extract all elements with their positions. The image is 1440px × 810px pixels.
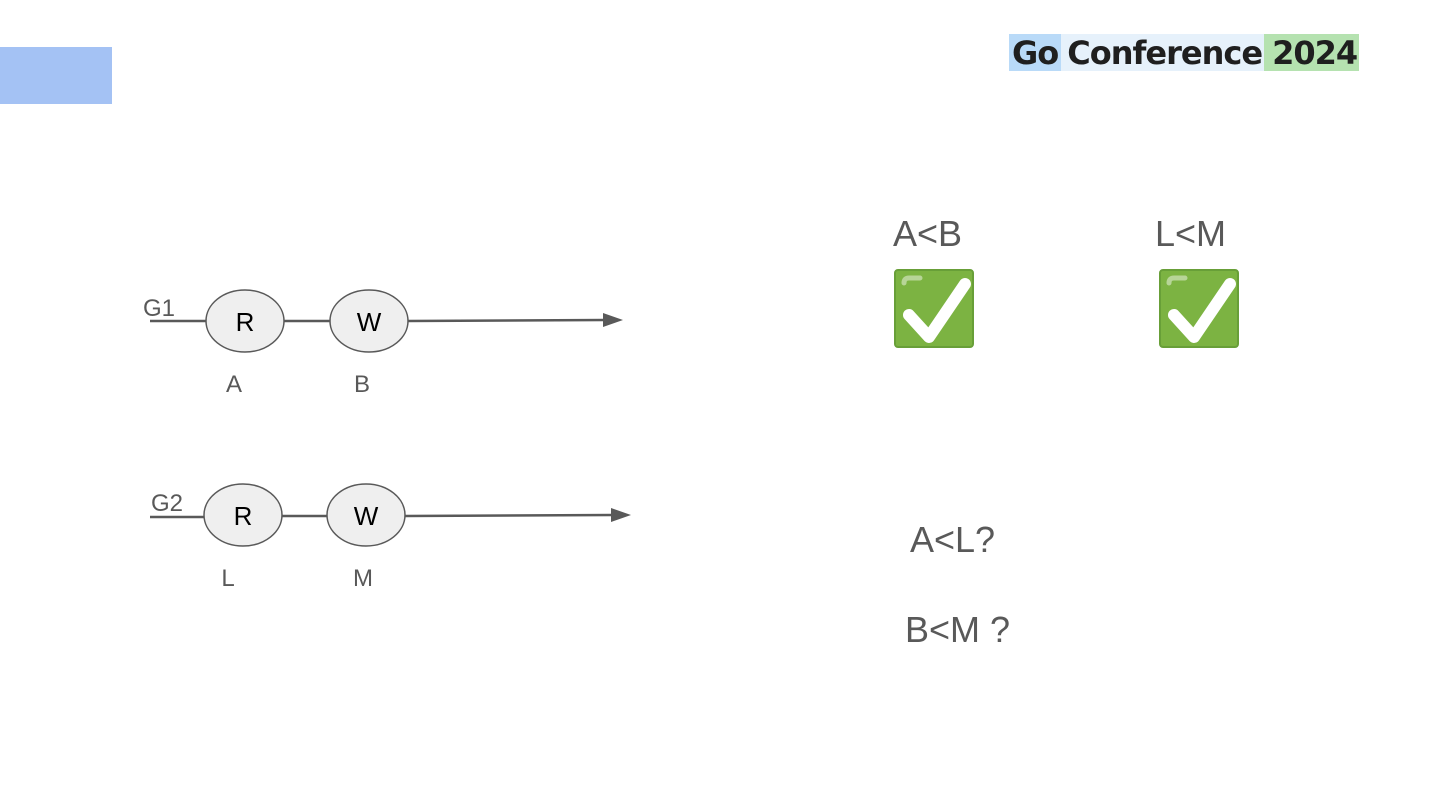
timeline-g2-write-node-label: W — [354, 501, 379, 531]
logo-word-go: Go — [1009, 34, 1062, 72]
timeline-g2-label: G2 — [151, 490, 183, 517]
timeline-g2-arrowhead — [611, 508, 631, 522]
relation-l-before-m: L<M — [1155, 213, 1227, 254]
timeline-g1-write-node — [329, 289, 409, 353]
timeline-g1-event-a-label: A — [226, 371, 242, 398]
go-conference-logo: Go Conference 2024 — [1009, 34, 1360, 72]
timeline-g1-event-b-label: B — [354, 371, 370, 398]
check-mark-button-icon — [1159, 269, 1239, 348]
timeline-g1-read-node — [205, 289, 285, 353]
check-mark-button-icon — [894, 269, 974, 348]
timeline-g2-read-node-label: R — [234, 501, 253, 531]
timeline-g1: G1 R W A B — [143, 289, 623, 398]
timeline-g1-read-node-label: R — [236, 307, 255, 337]
timeline-g1-end-segment — [407, 318, 606, 323]
corner-decoration-block — [0, 47, 112, 104]
timeline-g2-read-node — [203, 483, 283, 547]
logo-word-conference: Conference — [1061, 34, 1265, 72]
timeline-g2-end-segment — [404, 513, 614, 518]
timeline-g2-event-m-label: M — [353, 565, 373, 592]
timeline-g2-event-l-label: L — [221, 565, 234, 592]
timeline-g2: G2 R W L M — [150, 483, 631, 592]
relation-a-before-b: A<B — [893, 213, 963, 254]
timeline-g1-write-node-label: W — [357, 307, 382, 337]
logo-word-year: 2024 — [1264, 34, 1360, 72]
timeline-g1-arrowhead — [603, 313, 623, 327]
timeline-g2-write-node — [326, 483, 406, 547]
timeline-g1-label: G1 — [143, 295, 175, 322]
question-b-before-m: B<M ? — [905, 609, 1011, 650]
question-a-before-l: A<L? — [910, 519, 996, 560]
